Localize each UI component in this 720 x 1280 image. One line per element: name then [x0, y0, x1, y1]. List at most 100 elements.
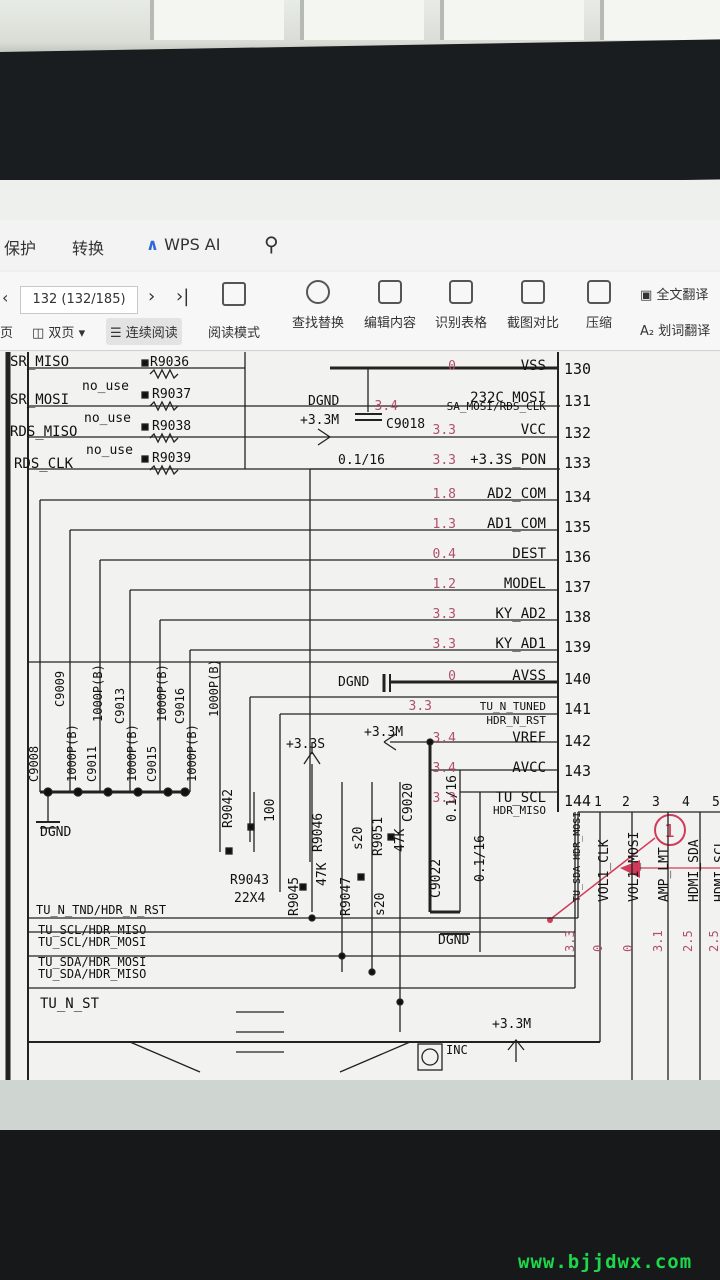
cap-c9015: C9015 [145, 746, 159, 782]
word-translate-label: 划词翻译 [658, 324, 711, 339]
first-page-icon[interactable]: ‹ [2, 288, 9, 307]
double-page-button[interactable]: ◫ 双页 ▾ [32, 326, 86, 341]
pin-name: VCC [521, 422, 546, 438]
desk-background [0, 1130, 720, 1280]
dgnd-avss: DGND [338, 675, 369, 690]
cap-val-2: 1000P(B) [91, 664, 105, 722]
schematic-page: SR_MISO SR_MOSI RDS_MISO RDS_CLK R9036 R… [0, 352, 720, 1080]
pin-name: +3.3S_PON [470, 452, 546, 468]
c9018-label: C9018 [386, 417, 425, 432]
net-sr-miso: SR_MISO [10, 354, 69, 370]
edit-icon [378, 280, 402, 304]
pin-number: 135 [564, 518, 591, 536]
next-page-icon[interactable]: › [148, 286, 156, 307]
pin-voltage: 3.3 [433, 791, 456, 806]
cap-val-6: 1000P(B) [207, 659, 221, 717]
bottom-pin-voltage: 0 [591, 945, 605, 952]
bottom-pin-name: HDMI_SCL [713, 839, 720, 902]
last-page-icon[interactable]: ›| [176, 286, 190, 307]
full-translate-label: 全文翻译 [656, 288, 709, 303]
pin-name: KY_AD1 [495, 636, 546, 652]
page-indicator-input[interactable]: 132 (132/185) [20, 286, 138, 314]
pin-name: VREF [512, 730, 546, 746]
bottom-pin-name: AMP_LMT [657, 847, 672, 902]
pin-voltage: 0 [448, 359, 456, 374]
bottom-pin-number: 2 [622, 795, 630, 810]
r9037-label: R9037 [152, 387, 191, 402]
read-mode-button[interactable]: 阅读模式 [208, 326, 261, 341]
compress-button[interactable]: 压缩 [586, 280, 612, 331]
table-icon [449, 280, 473, 304]
pin-name: AD2_COM [487, 486, 546, 502]
ic-pin-rows: 130VSS0131232C_MOSI132VCC3.3133+3.3S_PON… [375, 358, 592, 817]
resistor-symbol [149, 464, 179, 476]
search-icon[interactable]: ⚲ [264, 232, 279, 256]
cap-c9008: C9008 [27, 746, 41, 782]
pin-name: AVCC [512, 760, 546, 776]
resistor-symbol [149, 432, 179, 444]
menu-wps-ai[interactable]: ∧ WPS AI [146, 235, 220, 254]
marker-number: 1 [664, 821, 675, 842]
continuous-read-button[interactable]: ☰ 连续阅读 [106, 318, 182, 345]
marker-circle [654, 814, 686, 846]
r9036-label: R9036 [150, 355, 189, 370]
c9020-label: C9020 [401, 783, 416, 822]
v33m-top: +3.3M [300, 413, 339, 428]
wps-ai-icon: ∧ [146, 235, 159, 254]
monitor-screen: 保护 转换 ∧ WPS AI ⚲ ‹ 132 (132/185) › ›| 页 … [0, 180, 720, 1080]
pin144-sub: HDR_MISO [493, 804, 546, 817]
single-page-button[interactable]: 页 [0, 326, 14, 341]
bottom-pin-voltage: 2.5 [681, 930, 695, 952]
pin-number: 140 [564, 670, 591, 688]
menu-protect[interactable]: 保护 [4, 239, 37, 258]
r9051-value: s20 [373, 893, 388, 916]
bottom-pin-number: 1 [594, 795, 602, 810]
resistor-symbol [149, 400, 179, 412]
bottom-pin-name: HDMI_SDA [687, 839, 702, 902]
edit-content-label: 编辑内容 [364, 316, 417, 331]
pin-number: 144 [564, 792, 591, 810]
bus-line-3: TU_SCL/HDR_MOSI [38, 935, 146, 949]
bus-line-1: TU_N_TND/HDR_N_RST [36, 903, 166, 917]
screenshot-compare-button[interactable]: 截图对比 [507, 280, 559, 331]
bottom-pin-number: 5 [712, 795, 720, 810]
c9018-value: 0.1/16 [338, 453, 385, 468]
recognize-table-button[interactable]: 识别表格 [435, 280, 487, 331]
compress-label: 压缩 [586, 316, 613, 331]
bottom-pin-voltage: 3.1 [651, 930, 665, 952]
word-translate-icon: A₂ [640, 324, 659, 339]
net-sr-mosi: SR_MOSI [10, 392, 69, 408]
c9022-label: C9022 [429, 859, 444, 898]
pin-voltage: 0 [448, 669, 456, 684]
compare-icon [521, 280, 545, 304]
toolbar: ‹ 132 (132/185) › ›| 页 ◫ 双页 ▾ ☰ 连续阅读 阅读模… [0, 272, 720, 351]
cap-val-1: 1000P(B) [65, 724, 79, 782]
pin-number: 137 [564, 578, 591, 596]
cap-val-5: 1000P(B) [185, 724, 199, 782]
bottom-pin-voltage: 2.5 [707, 930, 720, 952]
r9045-value: 47K [315, 862, 330, 886]
bus-line-5: TU_SDA/HDR_MISO [38, 967, 146, 981]
find-replace-button[interactable]: 查找替换 [292, 280, 344, 331]
full-translate-button[interactable]: ▣ 全文翻译 [640, 284, 708, 303]
pin-name: DEST [512, 546, 546, 562]
pin131-volt: 3.4 [375, 399, 399, 414]
no-use-3: no_use [86, 443, 133, 458]
cap-c9013: C9013 [113, 688, 127, 724]
compress-icon [587, 280, 611, 304]
bottom-pin-voltage: 3.3 [563, 930, 577, 952]
continuous-label: 连续阅读 [125, 326, 178, 341]
dgnd-cap: DGND [40, 825, 71, 840]
find-replace-label: 查找替换 [292, 316, 345, 331]
pin-number: 138 [564, 608, 591, 626]
word-translate-button[interactable]: A₂ 划词翻译 [640, 320, 710, 339]
book-icon[interactable] [222, 282, 246, 306]
edit-content-button[interactable]: 编辑内容 [364, 280, 416, 331]
pin-dot [141, 455, 149, 463]
dgnd-bottom: DGND [438, 933, 469, 948]
menu-convert[interactable]: 转换 [72, 239, 105, 258]
pin-name: 232C_MOSI [470, 390, 546, 406]
menu-bar: 保护 转换 ∧ WPS AI ⚲ [0, 220, 720, 270]
r9047-value: s20 [351, 827, 366, 850]
bottom-pin-number: 4 [682, 795, 690, 810]
